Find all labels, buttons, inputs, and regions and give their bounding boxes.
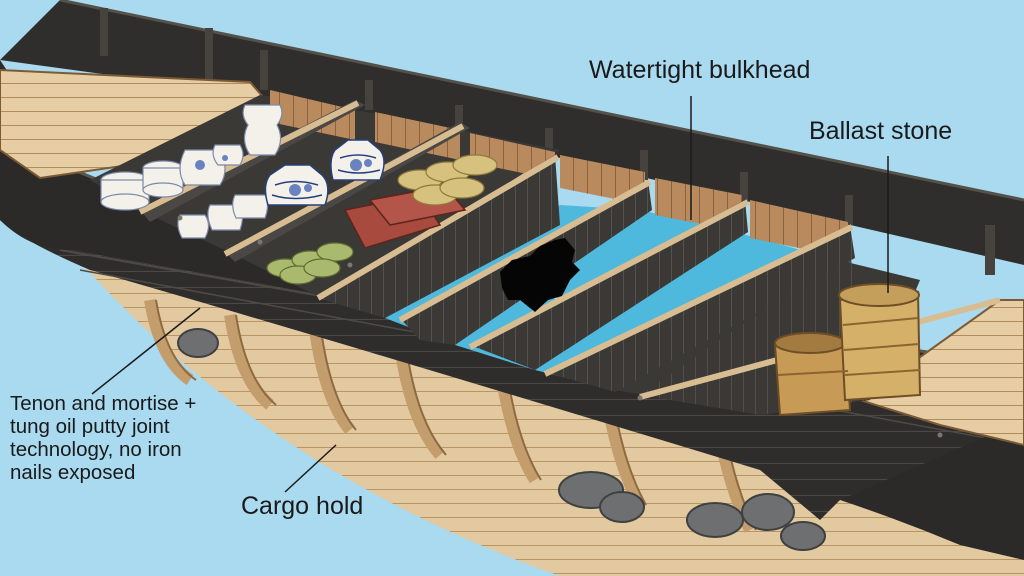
- hull-rivets: [177, 215, 943, 438]
- tenon-mortise-label: Tenon and mortise + tung oil putty joint…: [10, 392, 250, 485]
- aft-deck: [857, 299, 1024, 447]
- bulkhead: [318, 155, 560, 318]
- barrels: [773, 283, 922, 417]
- bulkhead: [470, 200, 748, 370]
- porcelain-cargo: [100, 104, 385, 239]
- ballast-stones: [177, 328, 826, 551]
- cargo-hold-label: Cargo hold: [241, 492, 364, 520]
- tenon-label-line: nails exposed: [10, 460, 136, 484]
- leader-lines: [91, 96, 889, 493]
- tenon-label-line: technology, no iron: [10, 437, 182, 461]
- tenon-label-line: tung oil putty joint: [10, 414, 170, 438]
- far-gunwale: [0, 0, 1024, 275]
- watertight-bulkhead-label: Watertight bulkhead: [589, 56, 811, 84]
- ballast-stone-label: Ballast stone: [809, 117, 953, 145]
- silk-and-goods: [266, 154, 498, 285]
- bulkhead: [545, 225, 855, 392]
- bulkhead-breach: [500, 238, 580, 312]
- leader-cargo: [284, 444, 337, 493]
- tenon-label-line: Tenon and mortise +: [10, 392, 197, 415]
- leader-tenon: [91, 307, 201, 395]
